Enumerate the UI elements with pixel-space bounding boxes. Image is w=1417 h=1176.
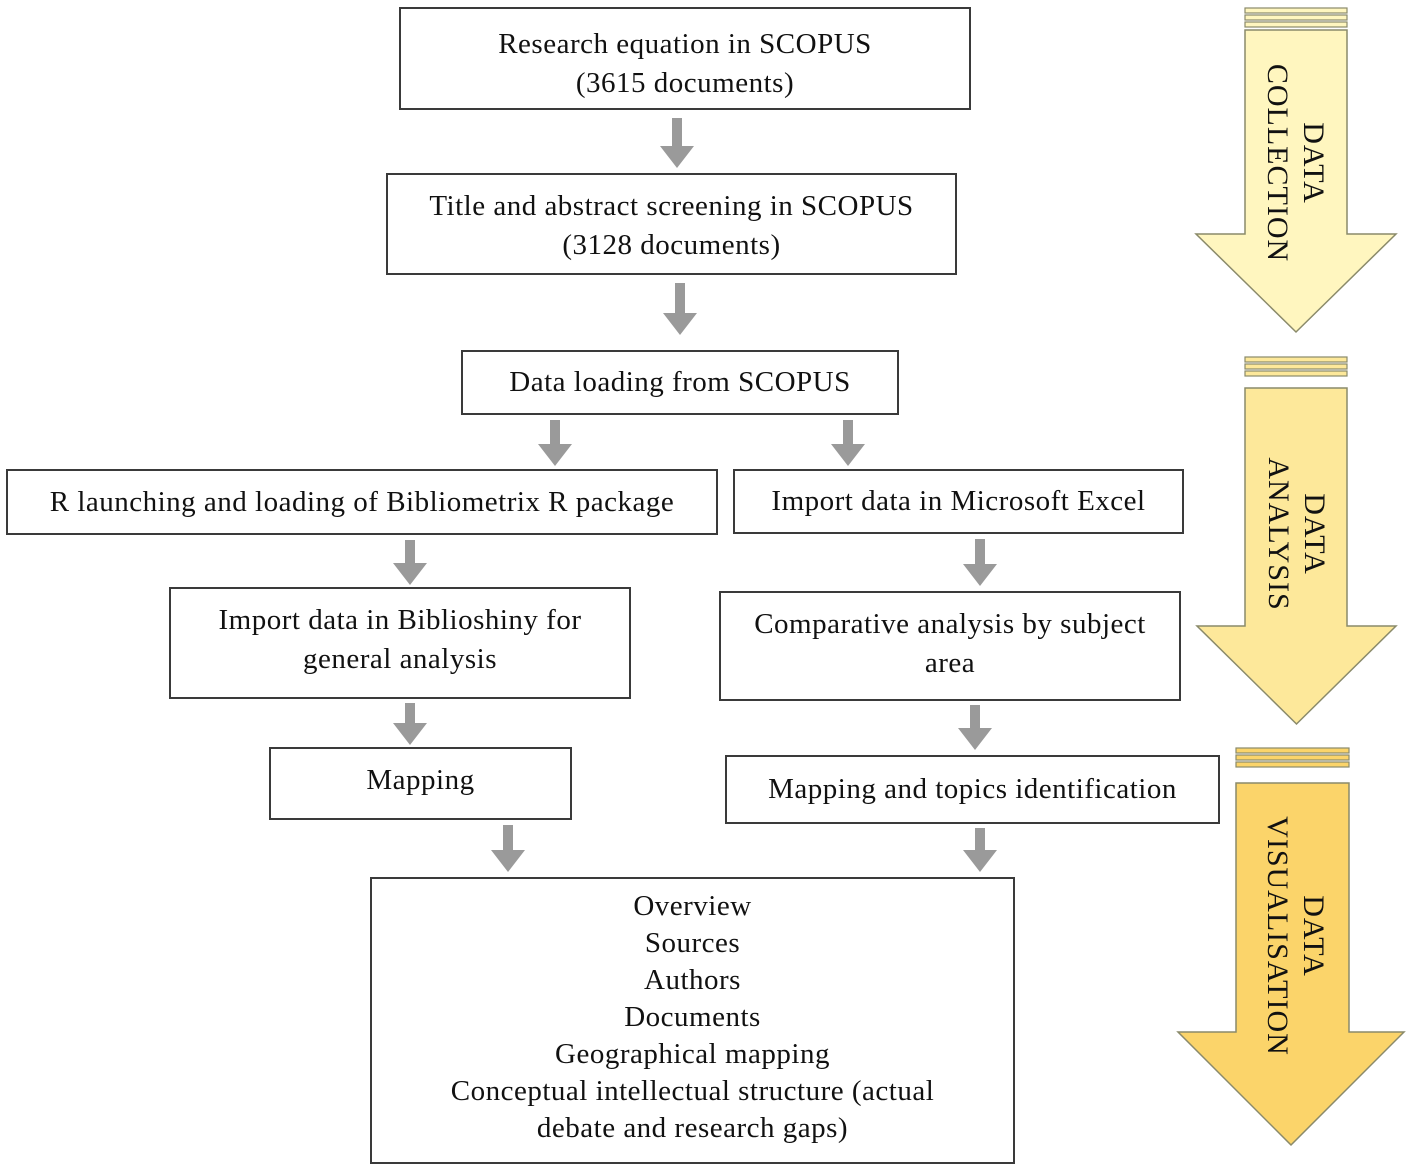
- arrow-to-mapping: [393, 703, 427, 745]
- phase-arrow-body: [1176, 782, 1406, 1147]
- phase-arrow-body: [1194, 29, 1398, 334]
- step-comparative-analysis: Comparative analysis by subject area: [719, 591, 1181, 701]
- phase-arrow-stripe: [1244, 363, 1348, 370]
- phase-line: COLLECTION: [1261, 63, 1294, 263]
- phase-label-analysis: DATA ANALYSIS: [1260, 434, 1332, 634]
- phase-arrow-stripe: [1235, 761, 1350, 768]
- step-line: area: [924, 647, 976, 679]
- step-line: Title and abstract screening in SCOPUS: [429, 190, 914, 222]
- phase-label-collection: DATA COLLECTION: [1259, 63, 1331, 263]
- phase-arrow-stripe: [1244, 21, 1348, 28]
- phase-arrow-stripe: [1235, 747, 1350, 754]
- arrow-to-data-loading: [663, 283, 697, 335]
- arrow-mapping-to-results: [491, 825, 525, 872]
- phase-arrow-stripe: [1244, 356, 1348, 363]
- step-line: (3128 documents): [562, 229, 781, 261]
- arrow-to-import-excel: [831, 420, 865, 466]
- phase-arrow-stripe: [1244, 14, 1348, 21]
- step-mapping: Mapping: [269, 747, 572, 820]
- phase-line: DATA: [1297, 122, 1330, 204]
- arrow-to-comparative: [963, 539, 997, 586]
- result-item: Sources: [644, 927, 741, 959]
- arrow-to-mapping-topics: [958, 705, 992, 750]
- phase-arrow-collection: [1194, 7, 1398, 334]
- phase-line: ANALYSIS: [1262, 457, 1295, 611]
- step-line: R launching and loading of Bibliometrix …: [49, 485, 675, 518]
- result-item: Geographical mapping: [555, 1038, 830, 1070]
- step-line: Data loading from SCOPUS: [509, 366, 851, 398]
- arrow-topics-to-results: [963, 828, 997, 872]
- phase-arrow-analysis: [1195, 356, 1398, 726]
- phase-line: DATA: [1298, 493, 1331, 575]
- step-results: Overview Sources Authors Documents Geogr…: [370, 877, 1015, 1164]
- step-line: Mapping: [366, 764, 475, 796]
- step-import-biblioshiny: Import data in Biblioshiny for general a…: [169, 587, 631, 699]
- step-line: Research equation in SCOPUS: [498, 28, 872, 60]
- step-screening: Title and abstract screening in SCOPUS (…: [386, 173, 957, 275]
- step-line: Import data in Microsoft Excel: [771, 485, 1146, 517]
- result-item: Documents: [624, 1001, 761, 1033]
- step-data-loading: Data loading from SCOPUS: [461, 350, 899, 415]
- phase-arrow-stripe: [1244, 370, 1348, 377]
- phase-line: VISUALISATION: [1261, 816, 1294, 1056]
- step-line: Import data in Biblioshiny for: [218, 604, 582, 636]
- phase-arrow-body: [1195, 387, 1398, 726]
- arrow-to-screening: [660, 118, 694, 168]
- phase-arrow-visualisation: [1176, 747, 1406, 1147]
- result-item: Authors: [644, 964, 741, 996]
- phase-label-visualisation: DATA VISUALISATION: [1259, 801, 1331, 1071]
- result-item: Conceptual intellectual structure (actua…: [450, 1075, 935, 1107]
- step-import-excel: Import data in Microsoft Excel: [733, 469, 1184, 534]
- result-item: Overview: [633, 890, 752, 922]
- step-research-equation: Research equation in SCOPUS (3615 docume…: [399, 7, 971, 110]
- phase-line: DATA: [1297, 895, 1330, 977]
- result-item: debate and research gaps): [536, 1112, 849, 1144]
- step-line: Mapping and topics identification: [768, 773, 1177, 805]
- arrow-to-r-launching: [538, 420, 572, 466]
- step-line: general analysis: [302, 643, 497, 675]
- step-mapping-topics: Mapping and topics identification: [725, 755, 1220, 824]
- arrow-to-biblioshiny: [393, 540, 427, 585]
- step-line: (3615 documents): [575, 67, 795, 99]
- step-line: Comparative analysis by subject: [754, 608, 1146, 640]
- phase-arrow-stripe: [1235, 754, 1350, 761]
- step-r-launching: R launching and loading of Bibliometrix …: [6, 469, 718, 535]
- phase-arrow-stripe: [1244, 7, 1348, 14]
